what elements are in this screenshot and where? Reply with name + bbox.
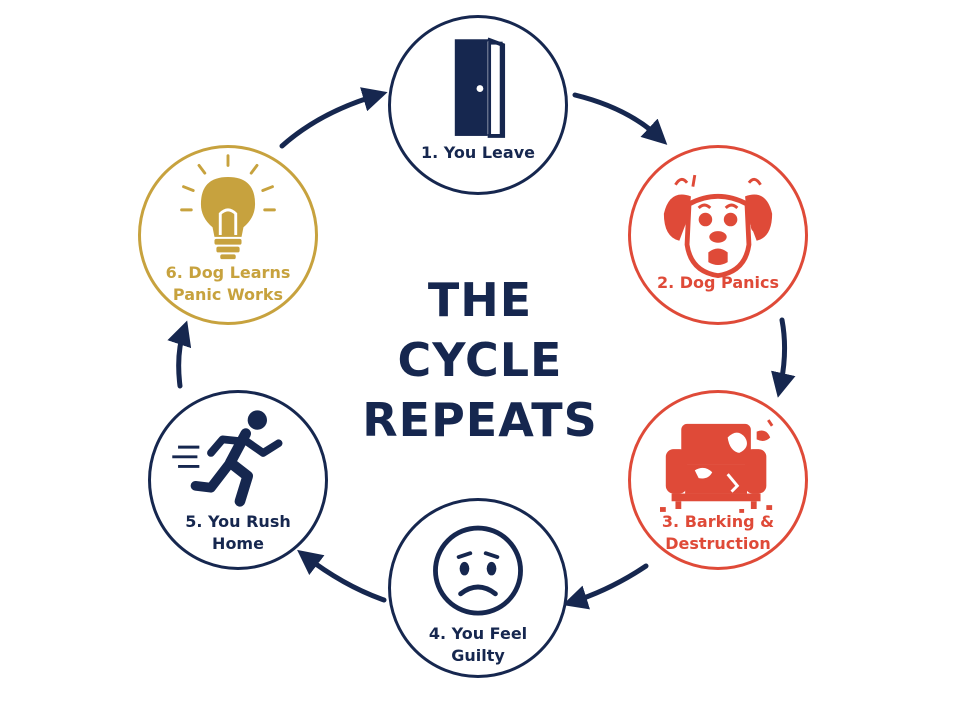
arrow-2-to-3 — [771, 317, 796, 398]
panicked-dog-icon — [663, 174, 773, 279]
step-5-node: 5. You Rush Home — [148, 390, 328, 570]
step-2-node: 2. Dog Panics — [628, 145, 808, 325]
step-1-node: 1. You Leave — [388, 15, 568, 195]
step-4-node: 4. You Feel Guilty — [388, 498, 568, 678]
step-3-label: 3. Barking & Destruction — [661, 512, 775, 553]
torn-couch-icon — [660, 419, 774, 513]
step-4-label: 4. You Feel Guilty — [428, 624, 528, 665]
arrow-3-to-4 — [562, 563, 649, 610]
arrow-6-to-1 — [279, 87, 388, 149]
step-5-label: 5. You Rush Home — [185, 512, 291, 553]
lightbulb-icon — [180, 154, 276, 260]
sad-face-icon — [433, 525, 523, 616]
step-2-label: 2. Dog Panics — [656, 273, 780, 292]
arrow-1-to-2 — [572, 92, 668, 145]
arrow-5-to-6 — [167, 320, 192, 389]
center-title: THE CYCLE REPEATS — [362, 273, 598, 447]
step-6-node: 6. Dog Learns Panic Works — [138, 145, 318, 325]
step-1-label: 1. You Leave — [421, 143, 535, 162]
step-6-label: 6. Dog Learns Panic Works — [165, 263, 291, 304]
running-person-icon — [172, 410, 283, 507]
arrow-4-to-5 — [297, 549, 387, 603]
door-icon — [454, 37, 506, 138]
step-3-node: 3. Barking & Destruction — [628, 390, 808, 570]
